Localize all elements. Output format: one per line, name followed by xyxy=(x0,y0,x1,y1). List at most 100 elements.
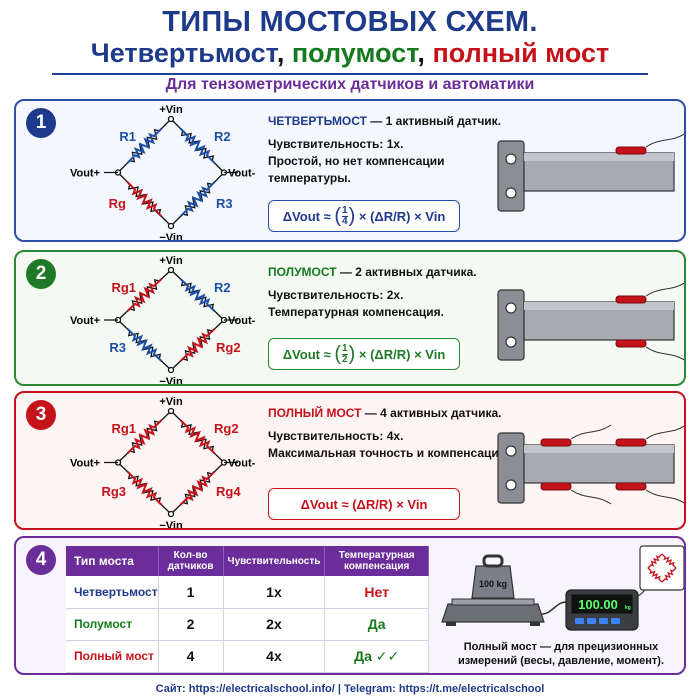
strain-gauge xyxy=(615,438,647,447)
weight-label: 100 kg xyxy=(479,579,507,589)
mount-bolt xyxy=(505,153,517,165)
resistor-label: R1 xyxy=(119,129,136,144)
mount-bolt xyxy=(505,187,517,199)
bridge-type-rest: — 2 активных датчика. xyxy=(336,265,477,279)
mini-gauge xyxy=(647,567,663,583)
mini-gauge xyxy=(661,553,677,569)
sensitivity-text: Чувствительность: 4x. xyxy=(268,429,404,443)
table-row: Полный мост 4 4x Да ✓✓ xyxy=(66,640,429,673)
bridge-note: Максимальная точность и компенсация. xyxy=(268,446,510,460)
panel-number-badge: 4 xyxy=(26,545,56,575)
bridge-type-name: ПОЛНЫЙ МОСТ xyxy=(268,406,362,420)
table-cell-type: Четвертьмост xyxy=(66,576,159,609)
table-cell-sensitivity: 1x xyxy=(223,576,326,609)
cantilever-beam-illustration xyxy=(497,133,684,212)
panel-number-badge: 3 xyxy=(26,400,56,430)
title-separator: , xyxy=(417,38,433,68)
fixed-resistor xyxy=(126,328,163,362)
vin-minus-node xyxy=(167,366,175,374)
formula-rhs: × (ΔR/R) × Vin xyxy=(358,346,446,362)
panel-description: ПОЛУМОСТ — 2 активных датчика. Чувствите… xyxy=(268,264,518,321)
table-cell-count: 4 xyxy=(158,640,224,673)
strain-gauge xyxy=(615,295,647,304)
page-subtitle: Для тензометрических датчиков и автомати… xyxy=(165,76,535,93)
formula-lhs: ΔVout ≈ xyxy=(282,346,331,362)
resistor-label: Rg1 xyxy=(111,421,136,436)
vin-plus-node xyxy=(167,407,175,415)
resistor-label: Rg2 xyxy=(216,340,241,355)
page-title-line2: Четвертьмост, полумост, полный мост xyxy=(0,38,700,69)
title-separator: , xyxy=(276,38,292,68)
vin-plus-node xyxy=(167,115,175,123)
gauge-wire xyxy=(645,346,684,361)
title-quarter-bridge: Четвертьмост xyxy=(90,38,277,68)
vin-minus-label: −Vin xyxy=(159,376,183,386)
table-cell-sensitivity: 4x xyxy=(223,640,326,673)
bridge-type-rest: — 1 активный датчик. xyxy=(366,114,502,128)
mini-gauge xyxy=(661,567,677,583)
formula-lhs: ΔVout ≈ xyxy=(282,208,331,224)
bridge-icon xyxy=(639,545,684,591)
scale-base xyxy=(441,603,545,623)
table-cell-compensation: Да ✓✓ xyxy=(324,640,429,673)
strain-gauge-resistor xyxy=(179,419,216,454)
column-header: Тип моста xyxy=(66,546,159,576)
table-cell-compensation: Нет xyxy=(324,576,429,609)
panel-description: ЧЕТВЕРТЬМОСТ — 1 активный датчик. Чувств… xyxy=(268,113,518,187)
title-divider xyxy=(52,73,648,75)
resistor-label: R2 xyxy=(214,280,231,295)
scale-caption: Полный мост — для прецизионных измерений… xyxy=(457,641,665,667)
table-row: Полумост 2 2x Да xyxy=(66,608,429,641)
vin-plus-label: +Vin xyxy=(159,396,183,408)
bridge-note: Простой, но нет компенсации температуры. xyxy=(268,154,445,185)
strain-gauge xyxy=(615,339,647,348)
cantilever-beam-illustration xyxy=(497,282,684,361)
column-header: Температурная компенсация xyxy=(324,546,429,576)
bridge-note: Температурная компенсация. xyxy=(268,305,444,319)
resistor-label: Rg2 xyxy=(214,421,239,436)
vin-minus-label: −Vin xyxy=(159,520,183,530)
mount-bolt xyxy=(505,336,517,348)
scale-platform xyxy=(451,598,535,606)
table-row: Четвертьмост 1 1x Нет xyxy=(66,576,429,609)
formula-lhs: ΔVout ≈ xyxy=(300,496,349,512)
vout-minus-label: Vout- xyxy=(228,458,256,470)
beam-mount xyxy=(497,432,525,504)
strain-gauge xyxy=(615,482,647,491)
panel-number-badge: 2 xyxy=(26,259,56,289)
strain-gauge-resistor xyxy=(126,278,163,312)
strain-gauge-resistor xyxy=(179,328,216,362)
fixed-resistor xyxy=(179,181,216,218)
table-cell-sensitivity: 2x xyxy=(223,608,326,641)
title-full-bridge: полный мост xyxy=(432,38,610,68)
strain-gauge xyxy=(615,146,647,155)
sensitivity-text: Чувствительность: 2x. xyxy=(268,288,404,302)
weighing-scale-illustration: 100 kg 100.00 kg xyxy=(441,545,684,631)
resistor-label: R3 xyxy=(109,340,126,355)
bridge-type-name: ЧЕТВЕРТЬМОСТ xyxy=(268,114,367,128)
strain-gauge-resistor xyxy=(126,419,163,454)
page-title: ТИПЫ МОСТОВЫХ СХЕМ. xyxy=(162,6,538,38)
strain-gauge xyxy=(540,438,572,447)
column-header: Кол-во датчиков xyxy=(158,546,224,576)
vin-plus-label: +Vin xyxy=(159,104,183,116)
table-cell-type: Полумост xyxy=(66,608,159,641)
output-formula: ΔVout ≈ (ΔR/R) × Vin xyxy=(268,488,460,520)
resistor-label: Rg3 xyxy=(101,484,126,499)
gauge-wire xyxy=(570,424,612,440)
bridge-type-rest: — 4 активных датчика. xyxy=(361,406,502,420)
panel-number-badge: 1 xyxy=(26,108,56,138)
vin-minus-label: −Vin xyxy=(159,232,183,242)
mount-bolt xyxy=(505,479,517,491)
mini-gauge xyxy=(647,553,663,569)
strain-gauge-resistor xyxy=(126,181,163,218)
vout-minus-label: Vout- xyxy=(228,168,256,180)
gauge-wire xyxy=(645,489,684,504)
